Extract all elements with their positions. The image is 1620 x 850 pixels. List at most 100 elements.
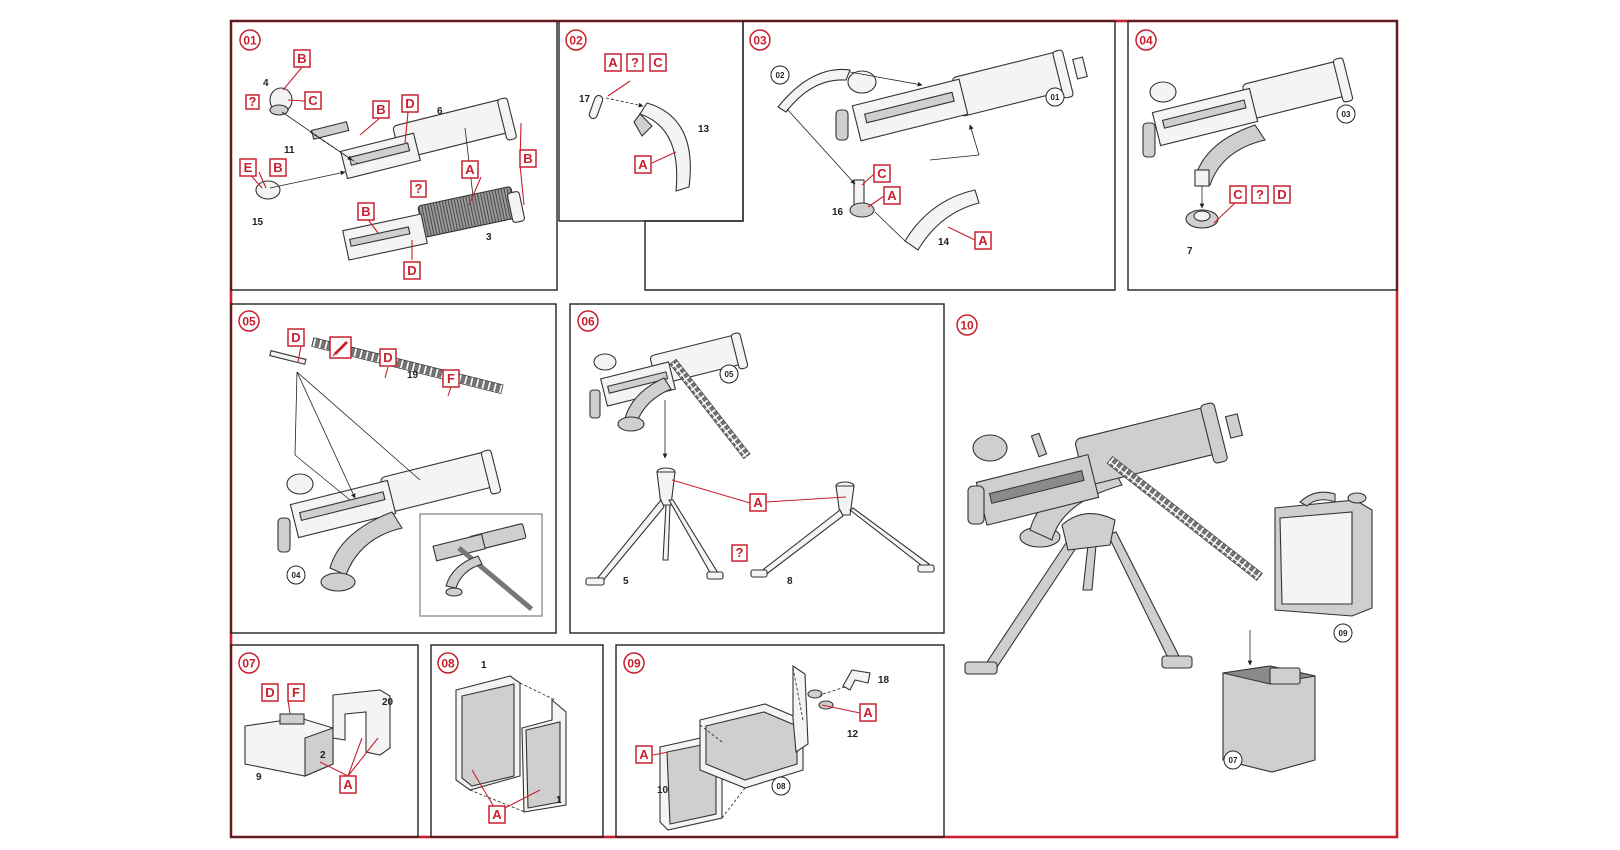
step-reference-02: 02	[776, 71, 785, 80]
part-14	[904, 189, 980, 251]
step-number-05: 05	[242, 315, 256, 329]
part-number-5: 5	[623, 576, 629, 587]
part-20	[332, 689, 391, 756]
panel-05	[230, 303, 557, 634]
panel-08-drawing: A 1 1	[455, 660, 567, 824]
label-b: B	[361, 204, 370, 219]
label-a: A	[639, 747, 649, 762]
step-reference-08: 08	[777, 782, 786, 791]
part-number-18: 18	[878, 675, 890, 686]
part-13	[639, 102, 691, 192]
ammo-belt	[669, 358, 751, 460]
part-number-1: 1	[481, 660, 487, 671]
part-17	[588, 94, 604, 120]
label-a: A	[753, 495, 763, 510]
label-unknown: ?	[631, 55, 639, 70]
label-a: A	[638, 157, 648, 172]
part-number-17: 17	[579, 94, 591, 105]
part-15	[255, 180, 281, 200]
finned-barrel	[417, 186, 518, 238]
panel-01-drawing: B C ? B D A ? B E B B D 4 6 11 15 3	[239, 49, 537, 280]
panel-06-drawing: 05 A ? 5 8	[585, 332, 935, 587]
step-reference-04: 04	[292, 571, 301, 580]
part-number-13: 13	[698, 124, 710, 135]
label-a: A	[608, 55, 618, 70]
label-a: A	[887, 188, 897, 203]
panel-10-final-assembly: 07 09	[964, 402, 1373, 773]
step-number-02: 02	[569, 34, 583, 48]
label-a: A	[978, 233, 988, 248]
label-d: D	[405, 96, 414, 111]
part-18	[842, 669, 871, 691]
barrel-jacket	[1074, 406, 1222, 486]
step-reference-09: 09	[1339, 629, 1348, 638]
part-number-2: 2	[320, 750, 326, 761]
part-number-20: 20	[382, 697, 394, 708]
label-b: B	[273, 160, 282, 175]
ammo-belt	[1106, 455, 1263, 581]
panel-04	[1127, 20, 1398, 291]
part-2	[279, 713, 305, 725]
part-number-9: 9	[256, 772, 262, 783]
part-number-6: 6	[437, 106, 443, 117]
part-number-1: 1	[556, 795, 562, 806]
label-c: C	[653, 55, 663, 70]
step-number-10: 10	[960, 319, 974, 333]
panel-08	[430, 644, 604, 838]
step-number-09: 09	[627, 657, 641, 671]
part-5-tripod	[585, 467, 724, 586]
panel-03-drawing: C A A 02 01 16 14	[770, 49, 1088, 251]
part-number-4: 4	[263, 78, 269, 89]
panel-02	[558, 20, 744, 222]
step-reference-07: 07	[1229, 756, 1238, 765]
part-8-tripod	[750, 481, 935, 578]
cradle	[1194, 124, 1266, 186]
label-c: C	[308, 93, 318, 108]
label-a: A	[465, 162, 475, 177]
panel-09-drawing: A A 18 12 10 08	[635, 664, 890, 831]
part-number-3: 3	[486, 232, 492, 243]
step-number-08: 08	[441, 657, 455, 671]
part-11	[310, 121, 350, 140]
panel-06	[569, 303, 945, 634]
label-a: A	[343, 777, 353, 792]
panel-07-drawing: D F A 9 2 20	[244, 683, 394, 794]
label-a: A	[863, 705, 873, 720]
panel-07	[230, 644, 419, 838]
part-number-8: 8	[787, 576, 793, 587]
step-number-07: 07	[242, 657, 256, 671]
part-number-12: 12	[847, 729, 859, 740]
part-number-15: 15	[252, 217, 264, 228]
panel-03	[644, 20, 1116, 291]
step-number-06: 06	[581, 315, 595, 329]
label-d: D	[1277, 187, 1286, 202]
part-number-10: 10	[657, 785, 669, 796]
step-reference-05: 05	[725, 370, 734, 379]
label-unknown: ?	[736, 545, 744, 560]
label-c: C	[1233, 187, 1243, 202]
step-reference-01: 01	[1051, 93, 1060, 102]
step-badges: 01 02 03 04 05 06 07 08 09 10	[238, 29, 1157, 674]
part-number-7: 7	[1187, 246, 1193, 257]
part-number-14: 14	[938, 237, 950, 248]
panel-05-drawing: D D F 19 04	[269, 328, 543, 617]
label-f: F	[292, 685, 300, 700]
label-unknown: ?	[1256, 187, 1264, 202]
step-number-03: 03	[753, 34, 767, 48]
label-d: D	[265, 685, 274, 700]
label-b: B	[523, 151, 532, 166]
part-number-16: 16	[832, 207, 844, 218]
part-number-11: 11	[284, 145, 295, 156]
panel-09	[615, 644, 945, 838]
label-e: E	[244, 160, 253, 175]
panel-02-drawing: A ? C A 17 13	[579, 53, 710, 192]
part-number-19: 19	[407, 370, 419, 381]
label-b: B	[376, 102, 385, 117]
label-d: D	[383, 350, 392, 365]
label-unknown: ?	[415, 181, 423, 196]
label-f: F	[447, 371, 455, 386]
step-reference-03: 03	[1342, 110, 1351, 119]
panel-04-drawing: C ? D 03 7	[1142, 57, 1356, 257]
step-number-04: 04	[1139, 34, 1153, 48]
label-c: C	[877, 166, 887, 181]
